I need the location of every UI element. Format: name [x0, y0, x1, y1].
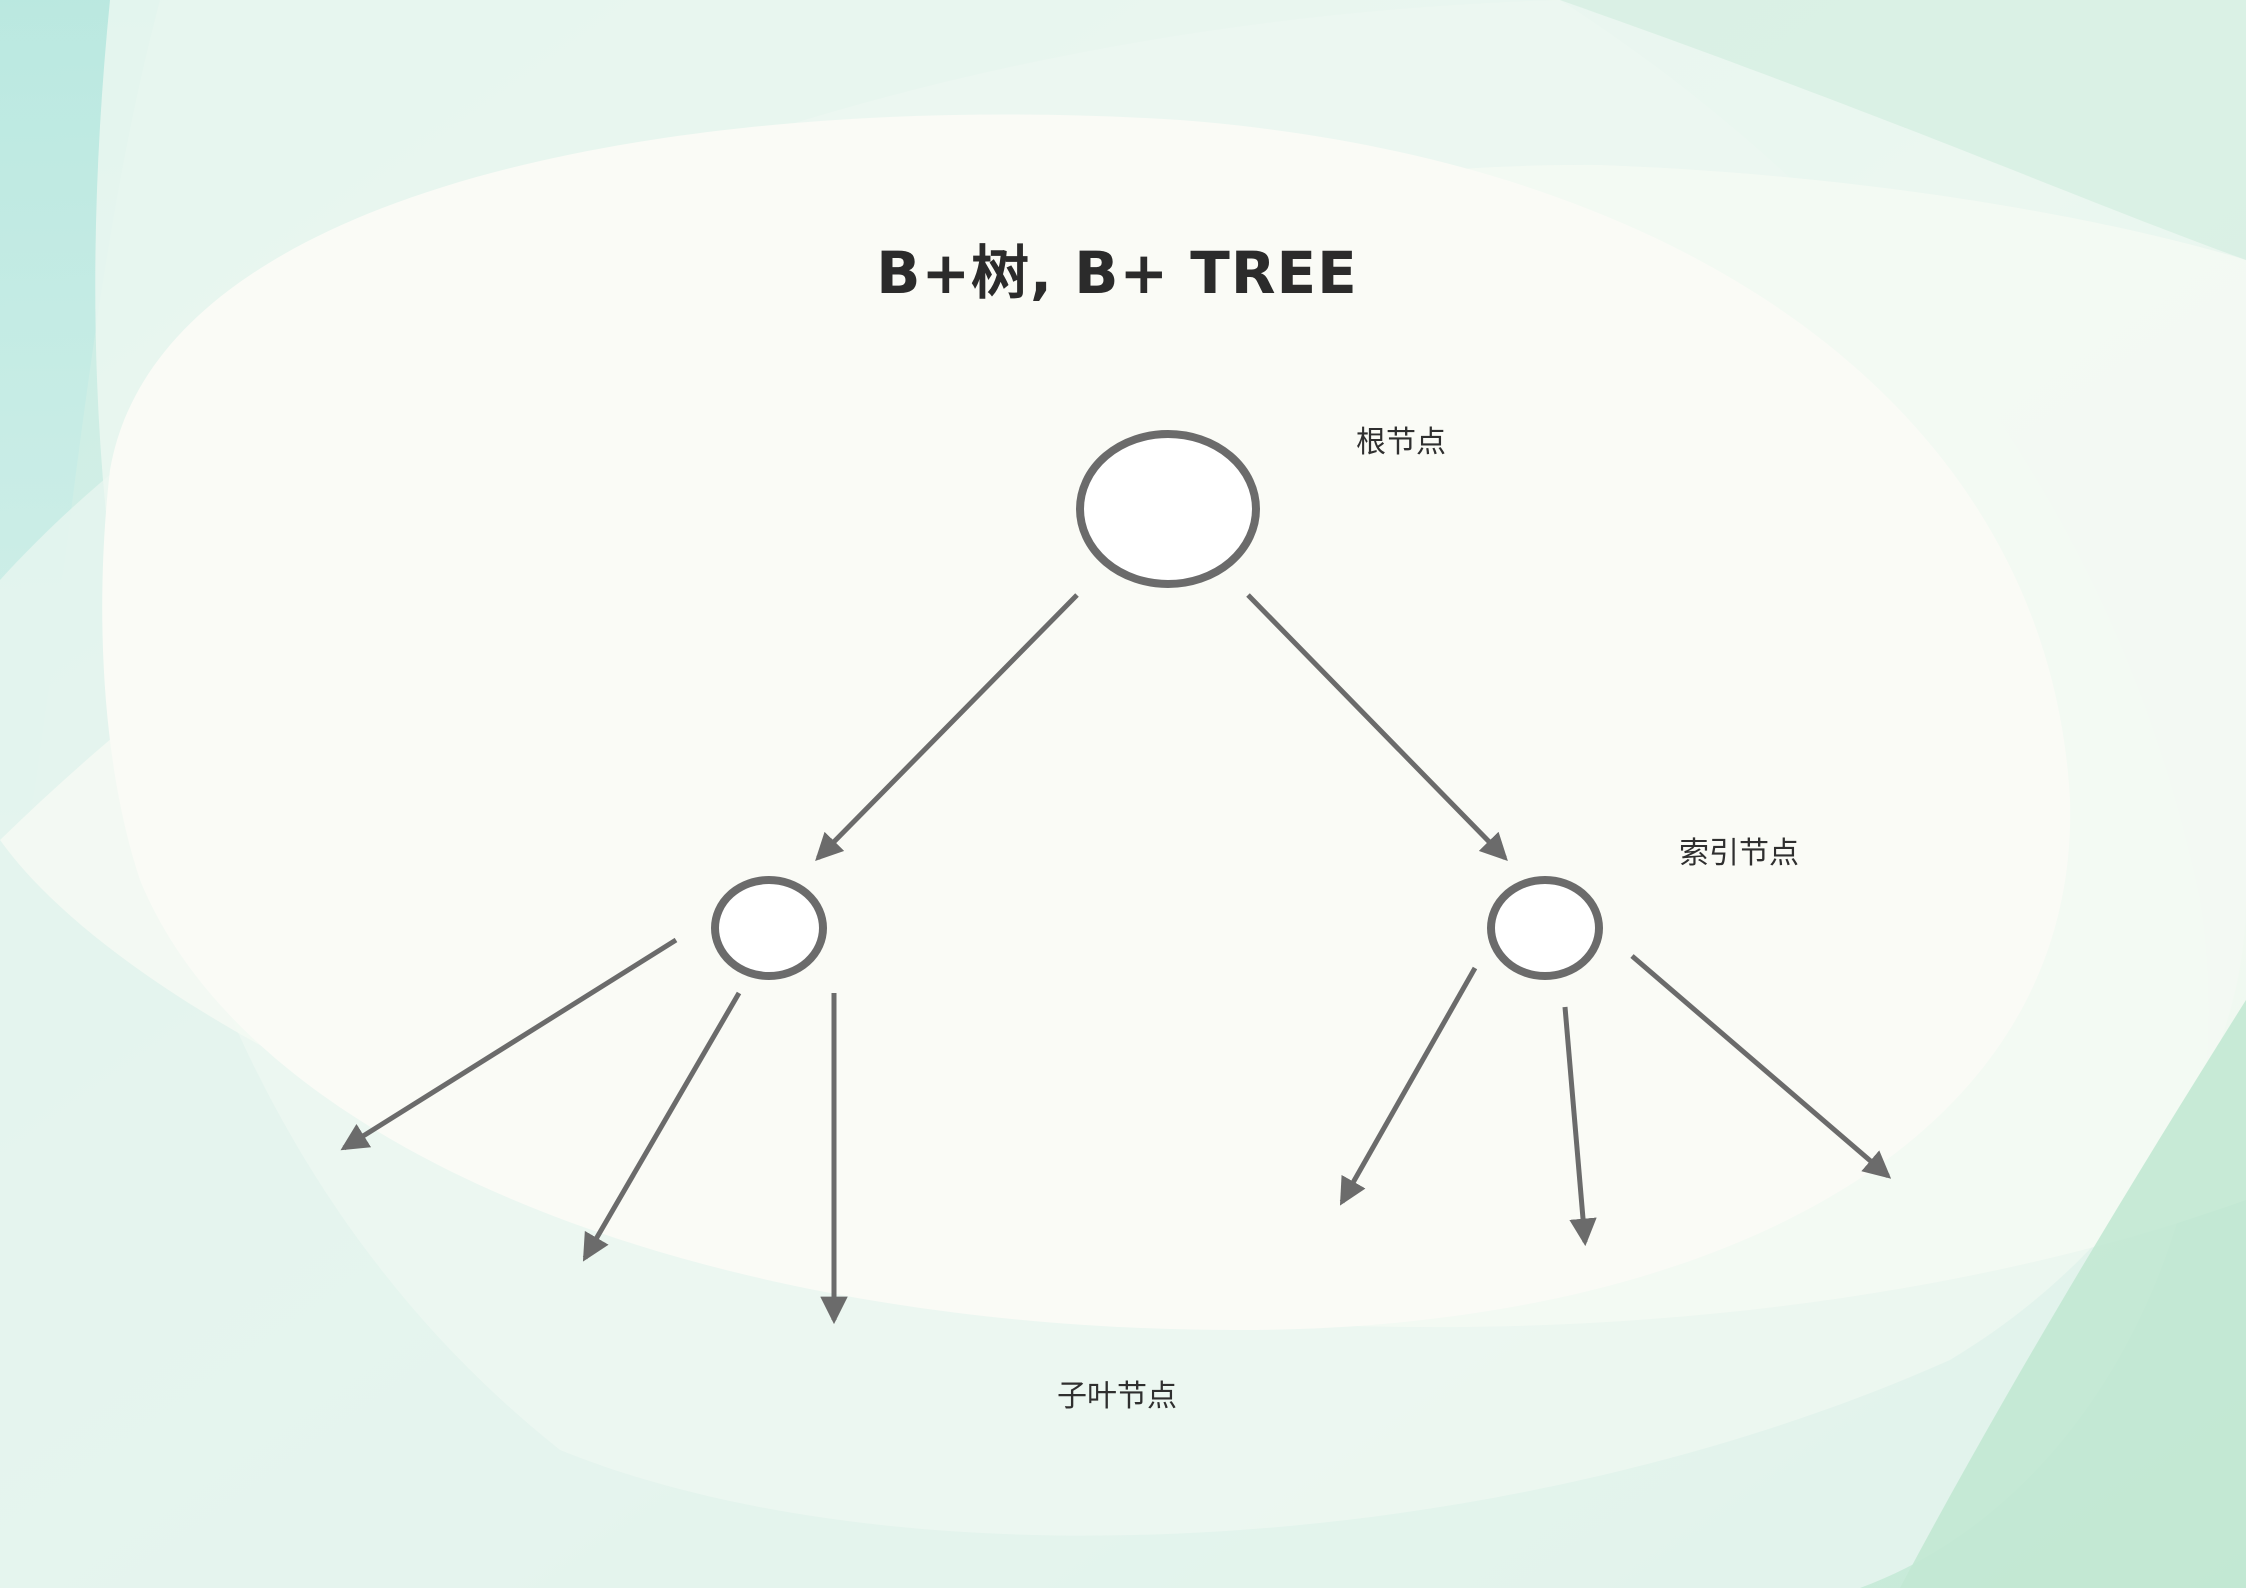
edge-root-to-right	[1246, 593, 1508, 861]
root-node	[1076, 430, 1260, 588]
edge-right-to-leaf-1	[1339, 966, 1478, 1206]
index-node-right	[1487, 876, 1603, 980]
index-node-label: 索引节点	[1679, 836, 1799, 871]
edge-right-to-leaf-3	[1630, 954, 1892, 1179]
edge-left-to-leaf-1	[340, 937, 678, 1151]
title-text: B+树, B+ TREE	[876, 239, 1358, 307]
root-node-label: 根节点	[1356, 425, 1446, 460]
leaf-node-label: 子叶节点	[1057, 1379, 1177, 1414]
edge-left-to-leaf-2	[582, 991, 742, 1262]
edge-root-to-left	[815, 593, 1079, 861]
page-title: B+树, B+ TREE	[0, 226, 2246, 310]
edge-right-to-leaf-2	[1562, 1006, 1597, 1247]
index-node-left	[711, 876, 827, 980]
